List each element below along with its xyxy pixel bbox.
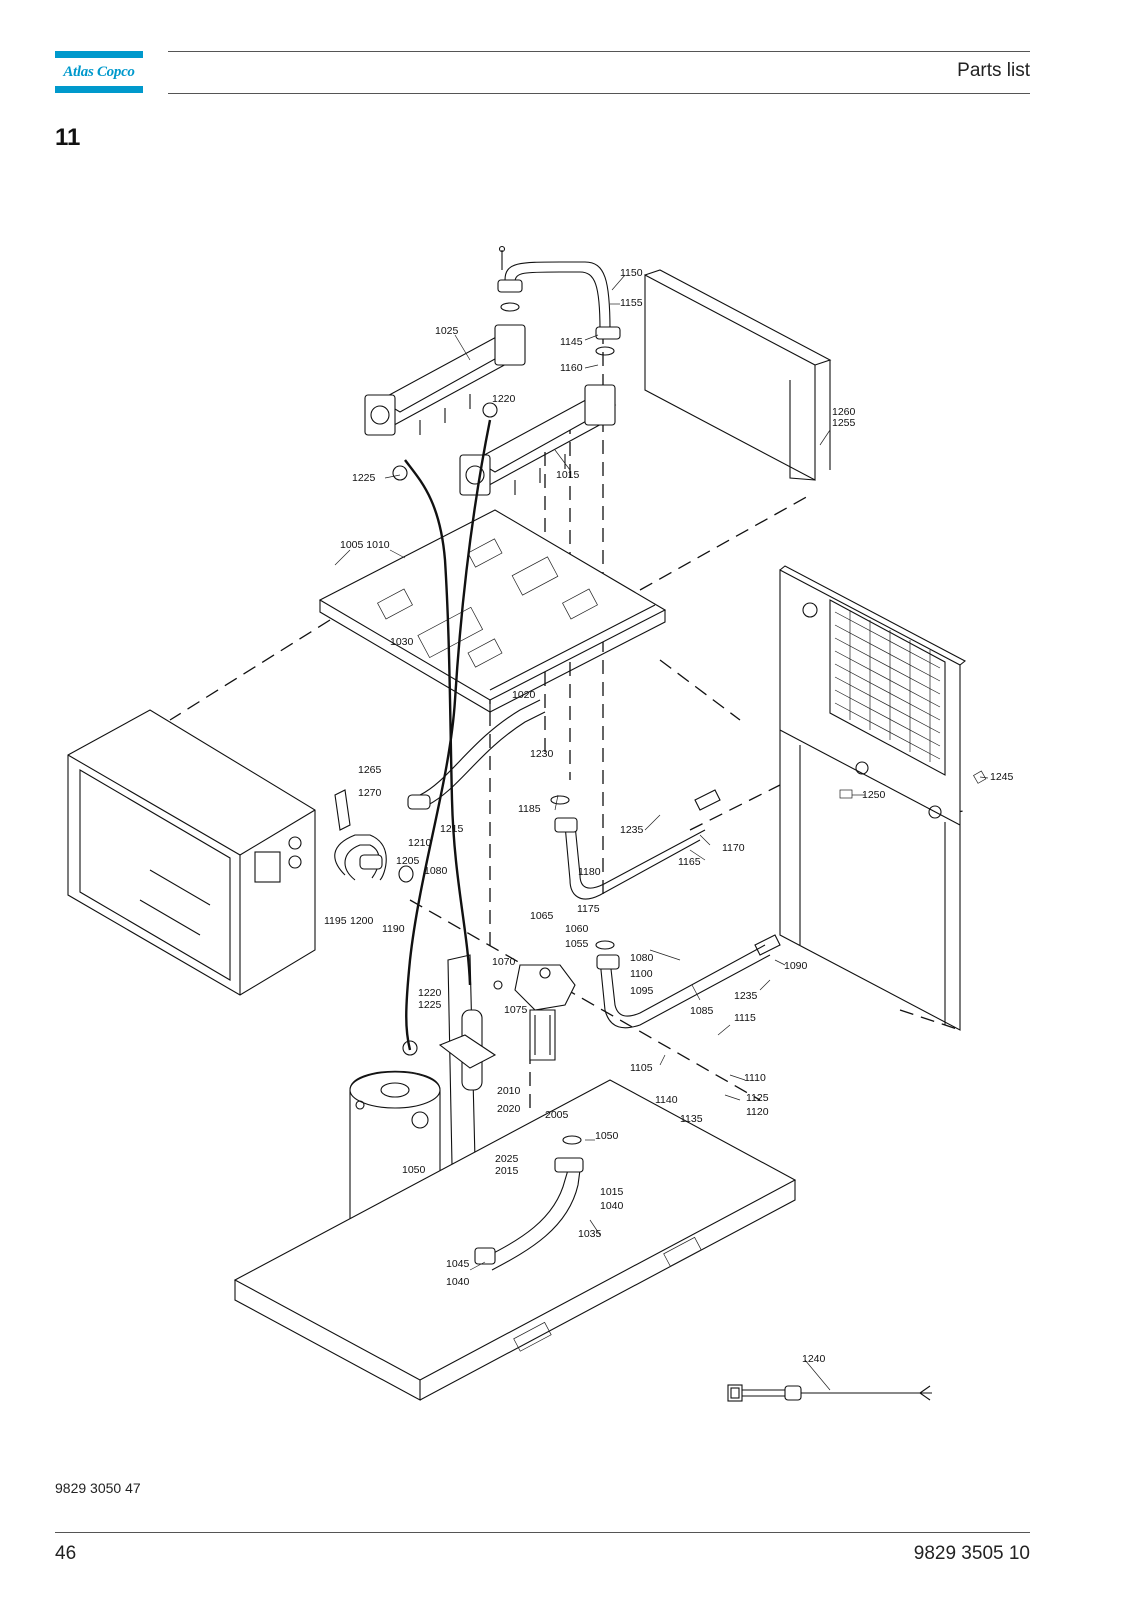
callout-1245: 1245 [990,771,1014,783]
callout-1090: 1090 [784,960,808,972]
section-title: Parts list [957,60,1030,81]
callout-1045: 1045 [446,1258,470,1270]
callout-1005-1010: 1005 1010 [340,539,390,551]
callout-2025: 2025 [495,1153,519,1165]
capillary-hoses [392,402,498,1051]
callout-1040: 1040 [600,1200,624,1212]
callout-1190: 1190 [382,923,405,935]
rear-cover-panel [644,269,832,481]
condenser-panel [779,565,987,1031]
header-rule-top [168,51,1030,52]
callout-1220: 1220 [492,393,516,405]
callout-2010: 2010 [497,1085,521,1097]
drawing-code: 9829 3050 47 [55,1480,141,1496]
callout-2020: 2020 [497,1103,521,1115]
callout-1085: 1085 [690,1005,714,1017]
callout-1145: 1145 [560,336,583,348]
callout-1250: 1250 [862,789,886,801]
callout-1055: 1055 [565,938,589,950]
top-cover-plate [318,509,667,713]
callout-1070: 1070 [492,956,516,968]
power-cable [727,1359,932,1402]
drain-bracket [402,954,497,1166]
callout-1025: 1025 [435,325,459,337]
callout-1050: 1050 [402,1164,426,1176]
callout-1235: 1235 [734,990,758,1002]
callout-1075: 1075 [504,1004,528,1016]
callout-1270: 1270 [358,787,382,799]
filter-assembly [493,964,576,1061]
callout-1150: 1150 [620,267,643,279]
chapter-number: 11 [55,124,81,151]
left-frame [67,709,316,996]
callout-1080: 1080 [424,865,448,877]
callout-1205: 1205 [396,855,420,867]
leader-lines [334,274,989,1271]
callout-1040: 1040 [446,1276,470,1288]
callout-1165: 1165 [678,856,701,868]
page-number: 46 [55,1543,77,1564]
callout-1015: 1015 [600,1186,624,1198]
callout-1015: 1015 [556,469,580,481]
callout-1020: 1020 [512,689,536,701]
callout-1105: 1105 [630,1062,653,1074]
heat-exchanger-lower [459,384,617,496]
refrigerant-pipes [334,699,781,1029]
callout-1065: 1065 [530,910,554,922]
footer-rule [55,1532,1030,1533]
callout-1120: 1120 [746,1106,769,1118]
callout-1140: 1140 [655,1094,678,1106]
callout-1235: 1235 [620,824,644,836]
document-number: 9829 3505 10 [913,1543,1030,1564]
callout-1225: 1225 [418,999,442,1011]
callout-1200: 1200 [350,915,374,927]
logo-wordmark: Atlas Copco [63,64,135,80]
callout-1180: 1180 [578,866,601,878]
part-callouts: 1150 1155 1145 1160 1025 1220 1260 1255 … [324,267,1014,1365]
callout-1230: 1230 [530,748,554,760]
callout-1255: 1255 [832,417,856,429]
callout-2005: 2005 [545,1109,569,1121]
logo-bar-top [55,51,143,58]
callout-1030: 1030 [390,636,414,648]
callout-1195: 1195 [324,915,347,927]
callout-1240: 1240 [802,1353,826,1365]
logo-bar-bottom [55,86,143,93]
heat-exchanger-upper [364,324,526,436]
callout-1125: 1125 [746,1092,769,1104]
callout-1135: 1135 [680,1113,703,1125]
callout-1155: 1155 [620,297,643,309]
crossover-pipe [497,245,621,356]
callout-1220: 1220 [418,987,442,999]
callout-1050: 1050 [595,1130,619,1142]
callout-1215: 1215 [440,823,464,835]
callout-1115: 1115 [734,1012,756,1024]
callout-1080: 1080 [630,952,654,964]
callout-1175: 1175 [577,903,600,915]
atlas-copco-logo: Atlas Copco [55,51,143,93]
callout-1185: 1185 [518,803,541,815]
callout-1170: 1170 [722,842,745,854]
base-plate [233,1079,797,1401]
callout-1100: 1100 [630,968,653,980]
callout-1060: 1060 [565,923,589,935]
callout-1260: 1260 [832,406,856,418]
callout-1265: 1265 [358,764,382,776]
header-rule-bottom [168,93,1030,94]
callout-1210: 1210 [408,837,432,849]
callout-1160: 1160 [560,362,583,374]
callout-2015: 2015 [495,1165,519,1177]
callout-1035: 1035 [578,1228,602,1240]
callout-1225: 1225 [352,472,376,484]
callout-1110: 1110 [744,1072,766,1084]
callout-1095: 1095 [630,985,654,997]
